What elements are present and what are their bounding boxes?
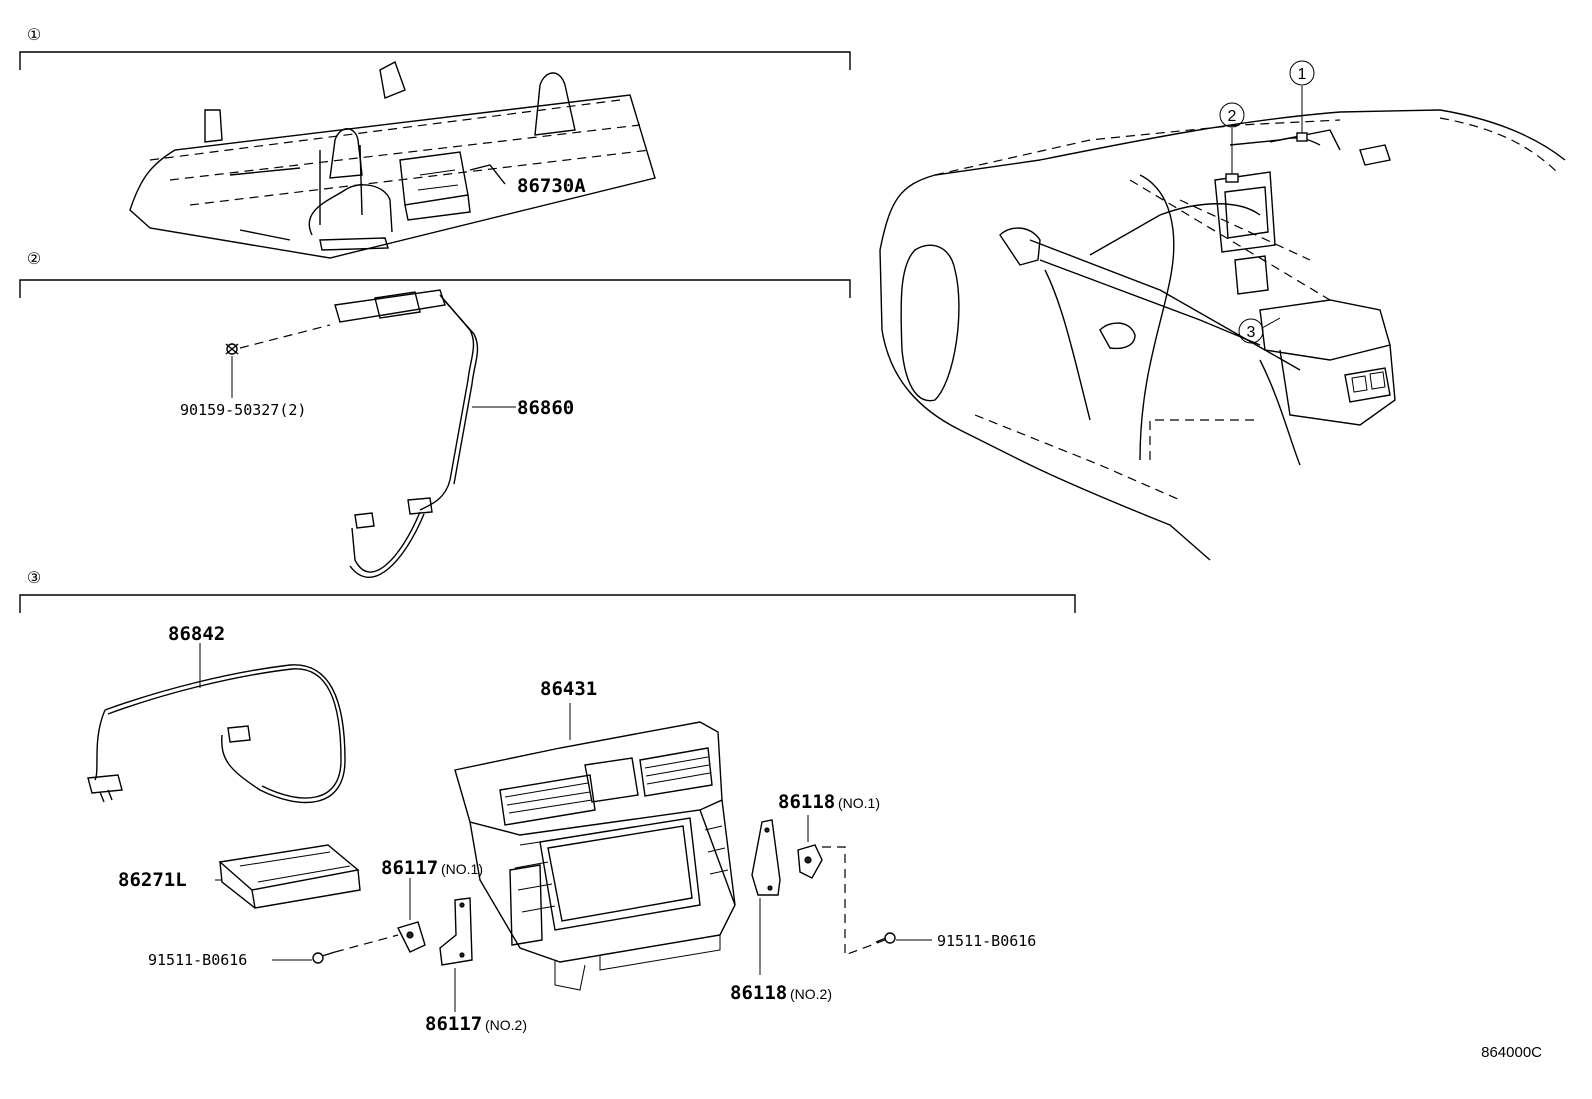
callout-circle-3 <box>1238 318 1264 344</box>
label-86118-no2: 86118 <box>730 982 787 1004</box>
section-1-marker: ① <box>27 27 41 44</box>
note-86118-no2: (NO.2) <box>790 986 832 1002</box>
section-3: ③ 86842 86271L <box>19 570 1076 1035</box>
label-86117-no2: 86117 <box>425 1013 482 1035</box>
callout-3-number: 3 <box>1247 324 1256 341</box>
section-2-bracket <box>19 279 851 298</box>
bracket-86117-no2-drawing <box>439 897 473 1012</box>
label-86118-no1: 86118 <box>778 791 835 813</box>
panel-86431-drawing <box>454 703 736 991</box>
vehicle-interior-drawing: 1 2 3 <box>879 60 1566 561</box>
cable-86842-drawing <box>87 643 346 804</box>
note-86117-no2: (NO.2) <box>485 1017 527 1033</box>
label-86431: 86431 <box>540 678 597 700</box>
section-1-bracket <box>19 51 851 70</box>
bracket-86117-no1-drawing <box>397 878 426 953</box>
label-91511-B0616-left: 91511-B0616 <box>148 951 247 969</box>
label-86271L: 86271L <box>118 869 187 891</box>
screw-91511-right-drawing <box>875 932 932 944</box>
catalog-code: 864000C <box>1481 1044 1542 1061</box>
note-86118-no1: (NO.1) <box>838 795 880 811</box>
section-2: ② 86860 90159-50327(2) <box>19 251 851 578</box>
note-86117-no1: (NO.1) <box>441 861 483 877</box>
callout-circle-2 <box>1219 102 1245 128</box>
screw-91511-left-drawing <box>272 934 399 964</box>
label-91511-B0616-right: 91511-B0616 <box>937 932 1036 950</box>
callout-1-number: 1 <box>1298 66 1307 83</box>
module-86271L-drawing <box>215 844 361 909</box>
callout-circle-1 <box>1289 60 1315 86</box>
label-86842: 86842 <box>168 623 225 645</box>
section-1: ① 86730A <box>19 27 851 259</box>
callout-2-number: 2 <box>1228 108 1237 125</box>
screw-90159-drawing <box>225 324 331 398</box>
label-86117-no1: 86117 <box>381 857 438 879</box>
roof-console-drawing <box>129 61 656 259</box>
harness-86860-drawing <box>334 289 479 578</box>
bracket-86118-no1-drawing <box>797 815 886 956</box>
section-3-marker: ③ <box>27 570 41 587</box>
bracket-86118-no2-drawing <box>751 819 781 975</box>
section-3-bracket <box>19 594 1076 613</box>
label-86860: 86860 <box>517 397 574 419</box>
label-90159-50327: 90159-50327(2) <box>180 401 306 419</box>
label-86730A: 86730A <box>517 175 586 197</box>
section-2-marker: ② <box>27 251 41 268</box>
